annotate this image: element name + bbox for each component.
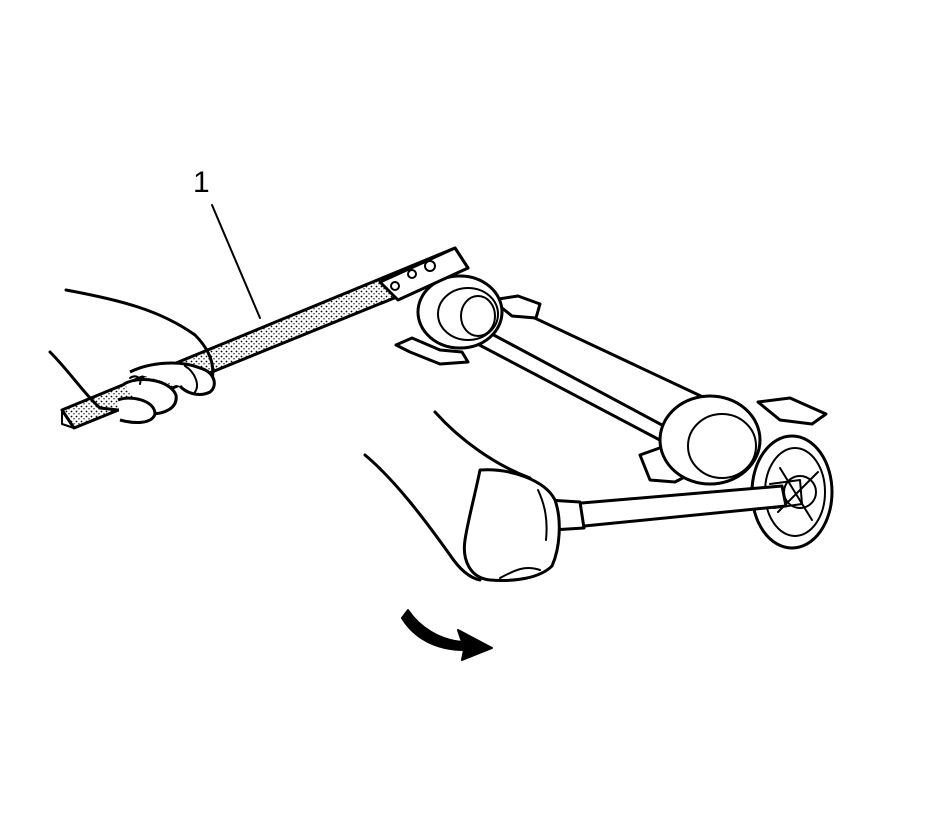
callout-label-1: 1 (193, 166, 210, 199)
rear-bearing-support (638, 394, 828, 486)
left-hand (48, 288, 216, 424)
curved-arrow-icon (401, 609, 493, 661)
front-bearing-support (394, 274, 542, 366)
callout-leader-line (211, 204, 261, 319)
right-hand (363, 410, 561, 582)
